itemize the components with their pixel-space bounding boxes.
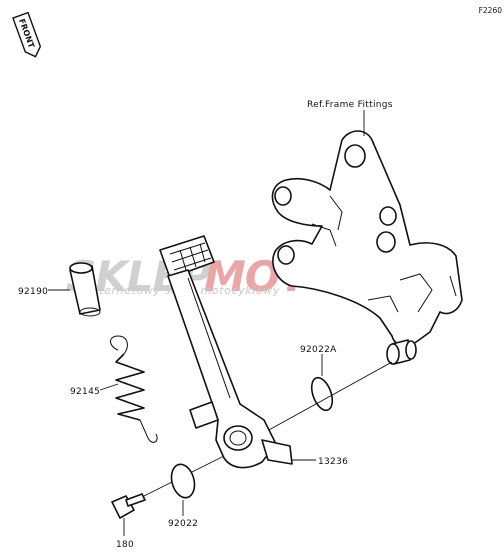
front-direction-tag: FRONT xyxy=(12,11,42,58)
label-bolt: 180 xyxy=(116,540,134,550)
bolt-180 xyxy=(111,493,146,519)
brake-pedal xyxy=(159,235,293,469)
collar-92190 xyxy=(69,262,101,317)
label-washer: 92022 xyxy=(168,519,198,529)
figure-code: F2260 xyxy=(479,6,503,15)
label-spring: 92145 xyxy=(70,387,100,397)
label-pedal: 13236 xyxy=(318,457,348,467)
return-spring-92145 xyxy=(110,335,158,443)
leader-spring xyxy=(99,383,119,391)
reference-label: Ref.Frame Fittings xyxy=(307,100,393,110)
washer-92022a xyxy=(310,376,334,412)
pivot-bushing xyxy=(386,339,417,365)
label-collar: 92190 xyxy=(18,287,48,297)
washer-92022 xyxy=(170,463,196,499)
frame-bracket xyxy=(271,130,463,347)
pivot-axis-line xyxy=(257,361,393,437)
label-bushing: 92022A xyxy=(300,345,337,355)
